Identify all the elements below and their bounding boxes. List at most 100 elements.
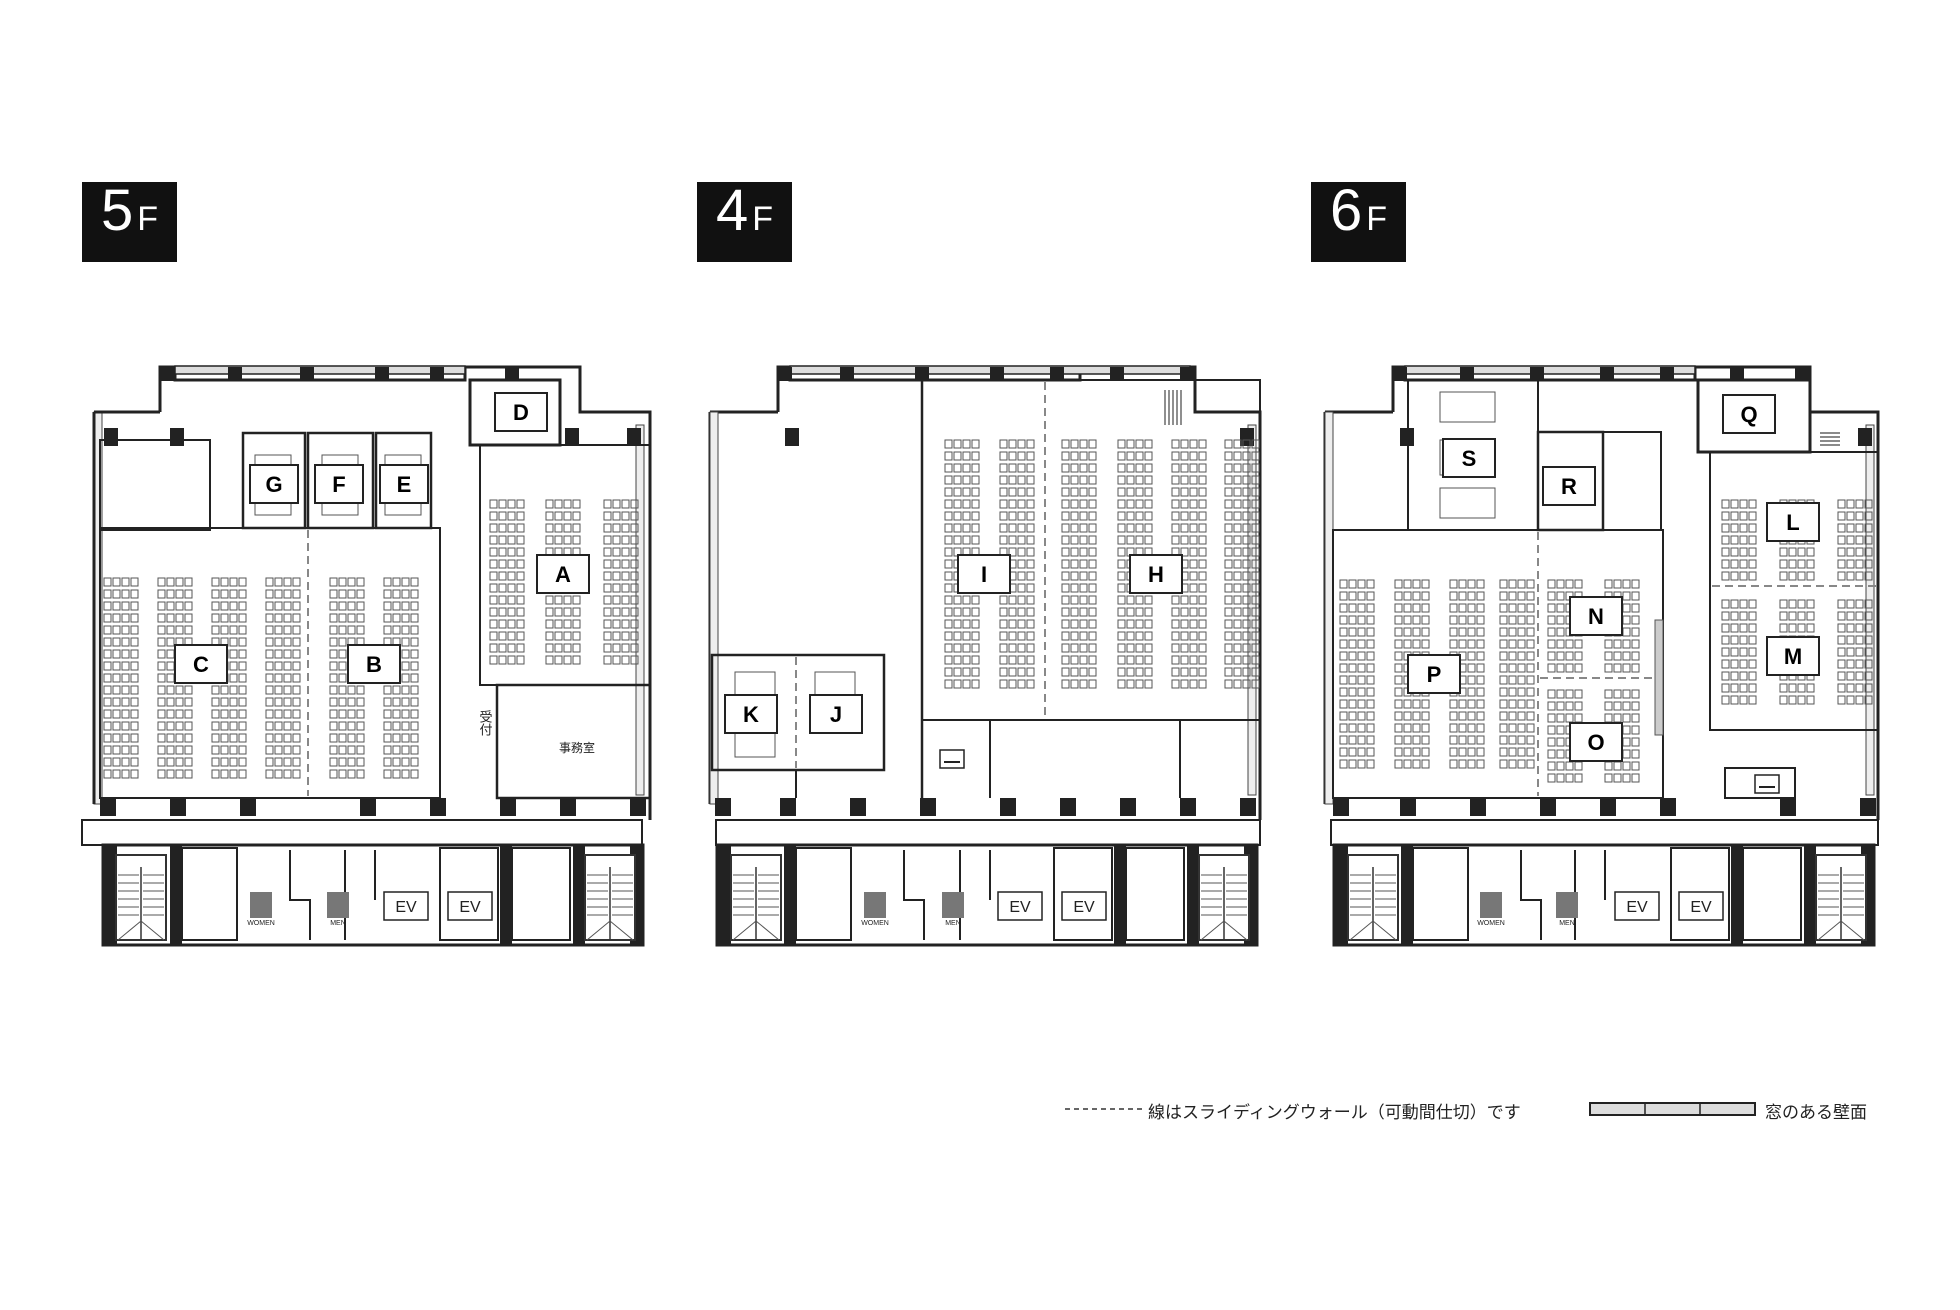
seat: [383, 613, 392, 623]
seat: [130, 589, 139, 599]
seat: [1574, 663, 1583, 673]
seat: [489, 547, 498, 557]
seat: [410, 577, 419, 587]
room-label-m[interactable]: M: [1766, 636, 1820, 676]
seat: [1547, 689, 1556, 699]
room-label-h[interactable]: H: [1129, 554, 1183, 594]
seat: [229, 685, 238, 695]
room-label-p[interactable]: P: [1407, 654, 1461, 694]
seat: [554, 619, 563, 629]
seat: [1476, 687, 1485, 697]
seat: [283, 697, 292, 707]
seat: [347, 769, 356, 779]
room-label-text: G: [265, 472, 282, 497]
seat: [229, 577, 238, 587]
seat: [944, 571, 953, 581]
seat: [1117, 559, 1126, 569]
seat: [265, 589, 274, 599]
room-label-f[interactable]: F: [314, 464, 364, 504]
seat: [630, 499, 639, 509]
seat: [1233, 595, 1242, 605]
seat: [563, 643, 572, 653]
seat: [1088, 631, 1097, 641]
seat: [1198, 451, 1207, 461]
seat: [356, 745, 365, 755]
seat: [1026, 607, 1035, 617]
seat: [1721, 511, 1730, 521]
seat: [1233, 679, 1242, 689]
seat: [1171, 487, 1180, 497]
seat: [1739, 559, 1748, 569]
seat: [1117, 535, 1126, 545]
seat: [1508, 747, 1517, 757]
seat: [953, 631, 962, 641]
room-label-e[interactable]: E: [379, 464, 429, 504]
seat: [1224, 595, 1233, 605]
seat: [130, 577, 139, 587]
seat: [103, 577, 112, 587]
room-label-text: H: [1148, 562, 1164, 587]
seat: [1233, 451, 1242, 461]
seat: [621, 571, 630, 581]
seat: [1788, 611, 1797, 621]
seat: [1526, 675, 1535, 685]
seat: [1837, 599, 1846, 609]
room-label-d[interactable]: D: [494, 392, 548, 432]
seat: [229, 733, 238, 743]
seat: [274, 757, 283, 767]
seat: [1394, 699, 1403, 709]
room-label-a[interactable]: A: [536, 554, 590, 594]
room-label-s[interactable]: S: [1442, 438, 1496, 478]
seat: [1476, 615, 1485, 625]
seat: [220, 697, 229, 707]
seat: [1079, 475, 1088, 485]
seat: [1730, 671, 1739, 681]
room-label-k[interactable]: K: [724, 694, 778, 734]
seat: [1837, 671, 1846, 681]
seat: [1467, 747, 1476, 757]
seat: [1556, 663, 1565, 673]
elevator-2: [1678, 891, 1724, 921]
seat: [1171, 667, 1180, 677]
room-label-j[interactable]: J: [809, 694, 863, 734]
room-label-g[interactable]: G: [249, 464, 299, 504]
seat: [338, 637, 347, 647]
room-label-l[interactable]: L: [1766, 502, 1820, 542]
seat: [498, 559, 507, 569]
seat: [401, 589, 410, 599]
room-label-n[interactable]: N: [1569, 596, 1623, 636]
seat: [1008, 679, 1017, 689]
seat: [1061, 595, 1070, 605]
room-label-o[interactable]: O: [1569, 722, 1623, 762]
seat: [121, 745, 130, 755]
seat: [1180, 619, 1189, 629]
room-label-r[interactable]: R: [1542, 466, 1596, 506]
seat: [1242, 547, 1251, 557]
seat: [498, 619, 507, 629]
seat: [1458, 615, 1467, 625]
seat: [1864, 599, 1873, 609]
seat: [1864, 671, 1873, 681]
room-label-i[interactable]: I: [957, 554, 1011, 594]
seat: [1721, 535, 1730, 545]
seat: [1117, 655, 1126, 665]
seat: [489, 655, 498, 665]
seat: [274, 745, 283, 755]
floor-number: 6: [1329, 178, 1363, 243]
seat: [1730, 635, 1739, 645]
seat: [1394, 639, 1403, 649]
room-label-q[interactable]: Q: [1722, 394, 1776, 434]
seat: [507, 499, 516, 509]
seat: [944, 463, 953, 473]
seat: [1476, 651, 1485, 661]
women-restroom-icon: [1480, 892, 1502, 918]
seat: [238, 577, 247, 587]
seat: [1233, 667, 1242, 677]
seat: [1189, 559, 1198, 569]
room-label-c[interactable]: C: [174, 644, 228, 684]
women-restroom-icon: [864, 892, 886, 918]
room-label-b[interactable]: B: [347, 644, 401, 684]
seat: [1189, 679, 1198, 689]
seat: [1739, 535, 1748, 545]
seat: [1242, 631, 1251, 641]
